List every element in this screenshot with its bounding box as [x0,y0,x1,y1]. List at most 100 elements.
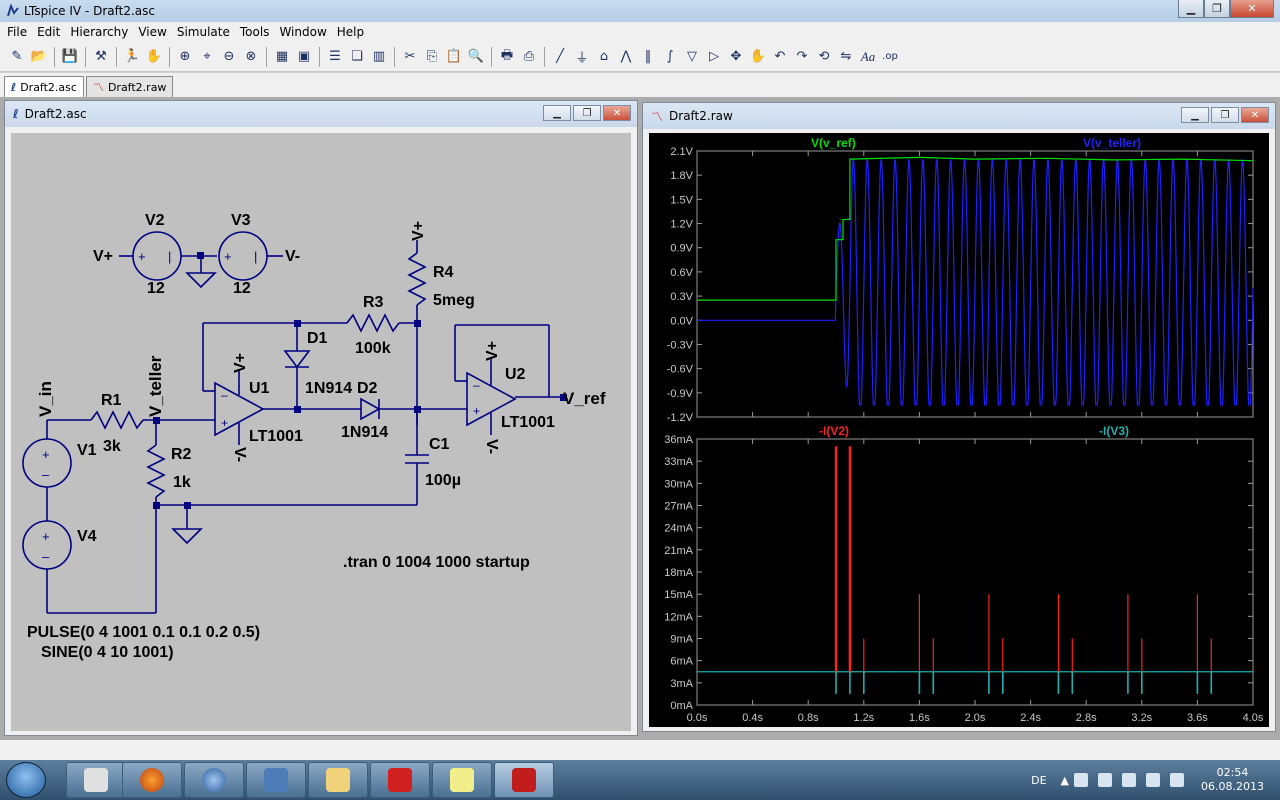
trace-name-v-teller[interactable]: V(v_teller) [1083,136,1141,150]
tile-horizontal-icon[interactable]: ☰ [329,49,341,64]
menu-window[interactable]: Window [279,25,327,39]
y-tick-label: 33mA [664,456,693,468]
halt-icon[interactable]: ✋ [145,49,163,64]
cut-icon[interactable]: ✂ [404,49,416,64]
y-tick-label: -0.6V [667,364,694,376]
schematic-canvas[interactable]: +| +| +– +– –+ –+ [11,133,631,731]
taskbar-app-launcher[interactable] [66,762,126,798]
menu-bar: File Edit Hierarchy View Simulate Tools … [0,22,1280,42]
menu-tools[interactable]: Tools [239,25,270,39]
new-schematic-icon[interactable]: ✎ [11,49,23,64]
label-net-icon[interactable]: ⌂ [599,49,609,64]
redo-icon[interactable]: ↷ [796,49,808,64]
taskbar-file-manager[interactable] [308,762,368,798]
resistor-icon[interactable]: ⋀ [620,49,632,64]
tab-draft2-asc[interactable]: ℓ Draft2.asc [4,76,84,97]
tray-signal-icon[interactable] [1146,773,1161,787]
print-icon[interactable]: ⎙ [523,49,535,64]
menu-view[interactable]: View [138,25,167,39]
text-icon[interactable]: Aa [860,48,876,64]
toolbar-separator [544,46,545,67]
taskbar-notes[interactable] [432,762,492,798]
tray-expand-icon[interactable]: ▲ [1060,773,1070,787]
inductor-icon[interactable]: ∫ [666,49,674,64]
waveform-window-controls: ▁ ❐ ✕ [1181,107,1269,123]
schematic-window-titlebar[interactable]: ℓ Draft2.asc ▁ ❐ ✕ [5,101,637,127]
grid-icon[interactable]: ▣ [297,49,311,64]
rotate-icon[interactable]: ⟲ [818,49,830,64]
menu-hierarchy[interactable]: Hierarchy [70,25,129,39]
svg-text:–: – [473,378,480,392]
taskbar-pdf-reader[interactable] [370,762,430,798]
menu-edit[interactable]: Edit [37,25,61,39]
waveform-window-titlebar[interactable]: 〽 Draft2.raw ▁ ❐ ✕ [643,103,1275,129]
y-tick-label: -0.9V [667,388,694,400]
v2-label: V2 [145,212,165,229]
schematic-icon: ℓ [13,107,19,121]
folder-icon [326,768,350,792]
close-button[interactable]: ✕ [1241,107,1269,123]
taskbar-thunderbird[interactable] [184,762,244,798]
minimize-button[interactable]: ▁ [1178,0,1204,18]
tray-volume-icon[interactable] [1170,773,1185,787]
move-icon[interactable]: ✥ [730,49,742,64]
cascade-icon[interactable]: ❏ [351,49,363,64]
diode-icon[interactable]: ▽ [687,49,697,64]
save-icon[interactable]: 💾 [61,49,79,64]
taskbar-firefox[interactable] [122,762,182,798]
trace-name-i-v2[interactable]: -I(V2) [819,424,849,438]
zoom-in-icon[interactable]: ⊕ [179,49,191,64]
start-button[interactable] [6,762,46,798]
r3-label: R3 [363,294,384,311]
control-panel-icon[interactable]: ⚒ [95,49,107,64]
u2-vplus-label: V+ [484,341,501,361]
run-icon[interactable]: 🏃 [123,49,141,64]
restore-button[interactable]: ❐ [573,105,601,121]
language-indicator[interactable]: DE [1031,773,1047,787]
drag-icon[interactable]: ✋ [749,49,767,64]
taskbar-windows-explorer[interactable] [246,762,306,798]
tile-vertical-icon[interactable]: ▥ [372,49,386,64]
x-tick-label: 1.6s [909,712,930,724]
menu-help[interactable]: Help [336,25,365,39]
minimize-button[interactable]: ▁ [543,105,571,121]
open-icon[interactable]: 📂 [30,49,48,64]
restore-button[interactable]: ❐ [1204,0,1230,18]
spice-directive-icon[interactable]: .op [882,51,898,62]
close-button[interactable]: ✕ [603,105,631,121]
ground-icon[interactable]: ⏚ [575,51,589,66]
trace-name-v-ref[interactable]: V(v_ref) [811,136,856,150]
svg-text:+: + [221,416,228,430]
close-button[interactable]: ✕ [1230,0,1274,18]
pan-icon[interactable]: ⌖ [203,49,211,64]
taskbar-ltspice[interactable] [494,762,554,798]
tray-security-icon[interactable] [1098,773,1113,787]
undo-icon[interactable]: ↶ [774,49,786,64]
print-setup-icon[interactable]: 🖶 [500,47,514,63]
restore-button[interactable]: ❐ [1211,107,1239,123]
capacitor-icon[interactable]: ‖ [644,49,652,64]
menu-simulate[interactable]: Simulate [176,25,230,39]
wire-icon[interactable]: ╱ [556,49,564,64]
paste-icon[interactable]: 📋 [445,49,463,64]
mirror-icon[interactable]: ⇋ [840,49,852,64]
zoom-fit-icon[interactable]: ⊗ [245,49,257,64]
u1-opamp-symbol [214,381,265,437]
tray-flag-icon[interactable] [1122,773,1137,787]
spice-directive[interactable]: .tran 0 1004 1000 startup [343,554,530,571]
autorange-icon[interactable]: ▦ [275,49,289,64]
menu-file[interactable]: File [7,25,28,39]
zoom-out-icon[interactable]: ⊖ [223,49,235,64]
clock[interactable]: 02:54 06.08.2013 [1201,766,1264,794]
vin-net-label: V_in [36,381,55,417]
tray-network-icon[interactable] [1074,773,1089,787]
trace-name-i-v3[interactable]: -I(V3) [1099,424,1129,438]
r1-label: R1 [101,392,122,409]
tab-draft2-raw[interactable]: 〽 Draft2.raw [85,76,174,97]
find-icon[interactable]: 🔍 [467,49,485,64]
copy-icon[interactable]: ⎘ [426,49,438,64]
component-icon[interactable]: ▷ [709,49,719,64]
minimize-button[interactable]: ▁ [1181,107,1209,123]
ground-symbol [171,528,203,545]
